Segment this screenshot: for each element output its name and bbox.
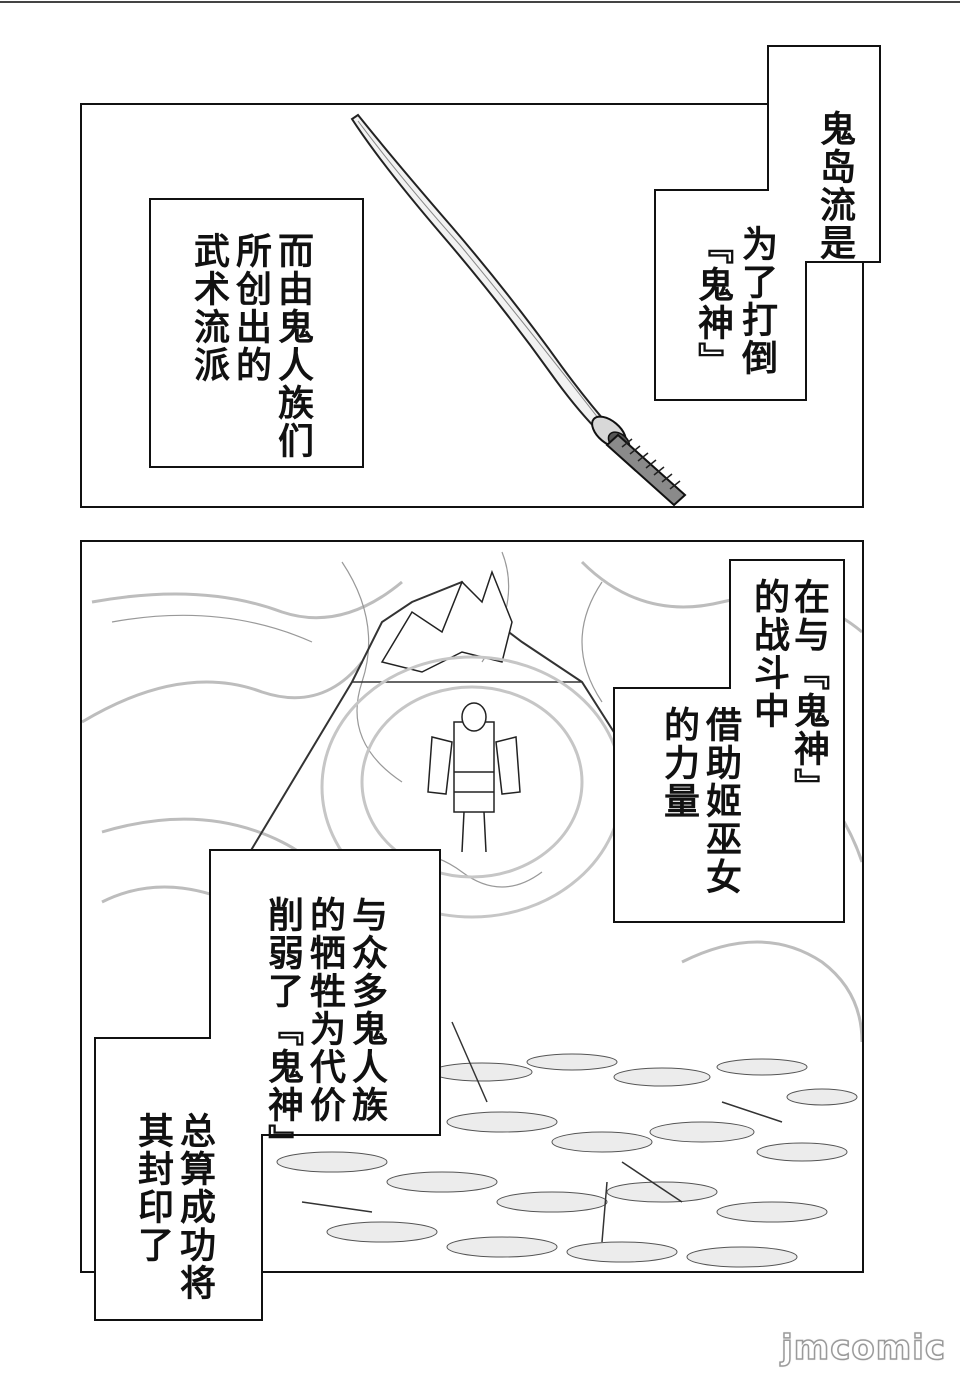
top-edge-line	[0, 1, 960, 3]
panel1-caption-right-frame	[654, 45, 881, 401]
panel1-caption-left-col2: 所创出的	[230, 232, 271, 384]
panel2-caption-center-col2: 的牺牲为代价	[304, 896, 345, 1124]
panel2-caption-mid-col1: 借助姬巫女	[700, 706, 741, 896]
panel2-caption-bottom-col1: 总算成功将	[174, 1112, 215, 1302]
panel2-caption-mid-col2: 的力量	[658, 706, 699, 820]
panel2-caption-bottom-col2: 其封印了	[132, 1112, 173, 1264]
panel2-caption-center-col3: 削弱了『鬼神』	[262, 896, 303, 1162]
watermark-logo: jmcomic	[780, 1327, 946, 1369]
katana-illustration	[350, 113, 687, 506]
panel1-caption-left-col3: 武术流派	[188, 232, 229, 384]
panel1-caption-right-col1: 鬼岛流是	[814, 110, 855, 262]
panel1-caption-left-col1: 而由鬼人族们	[272, 232, 313, 460]
panel2-caption-top-col1: 在与『鬼神』	[788, 578, 829, 806]
panel2-caption-top-col2: 的战斗中	[748, 578, 789, 730]
panel2-caption-center-col1: 与众多鬼人族	[346, 896, 387, 1124]
panel-katana	[80, 103, 864, 508]
panel1-caption-left-frame	[149, 198, 364, 468]
panel1-caption-right-col3: 『鬼神』	[692, 228, 733, 380]
panel1-caption-right-col2: 为了打倒	[736, 225, 777, 377]
